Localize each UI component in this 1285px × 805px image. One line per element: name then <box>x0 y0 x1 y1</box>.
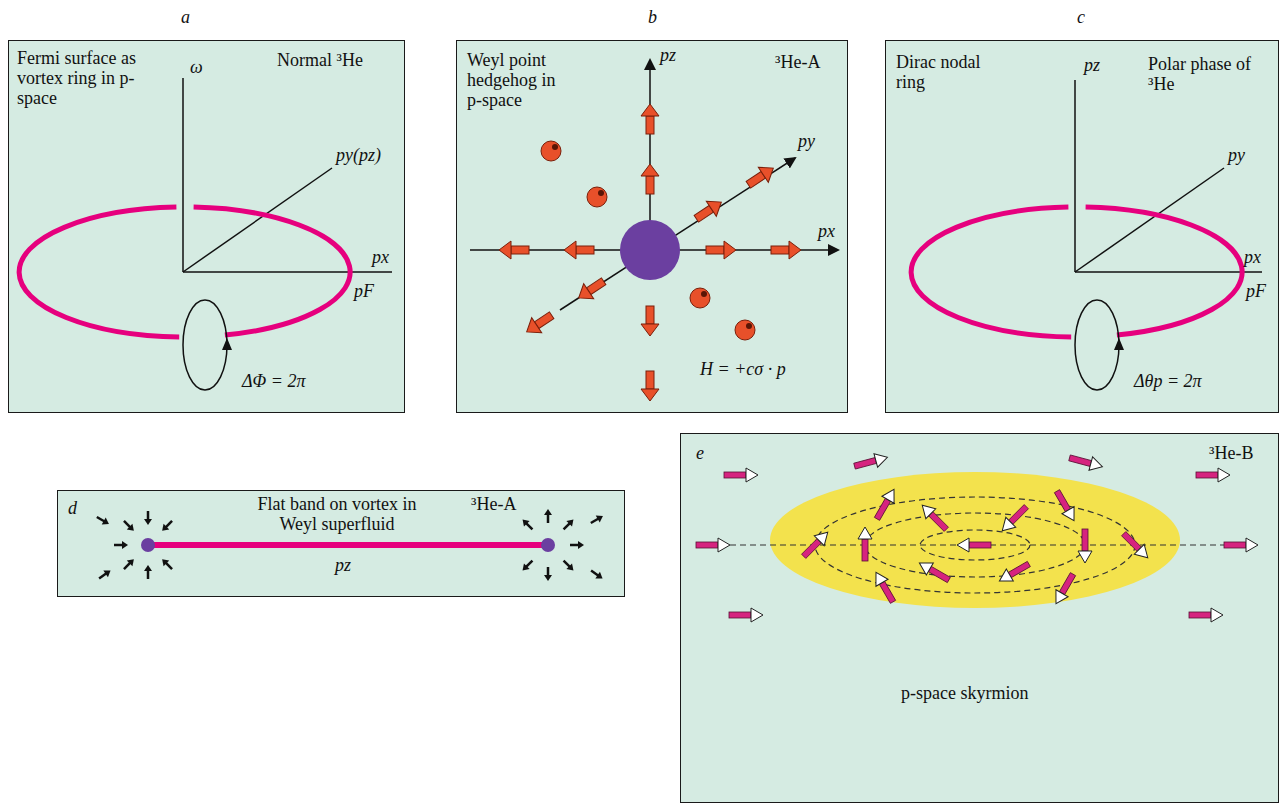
axis-label: pz <box>1084 56 1100 76</box>
panel: e ³He-B p-space skyrmion <box>680 433 1279 803</box>
panel-text: ³He-A <box>471 495 516 515</box>
axis-label: pF <box>354 282 374 302</box>
panel-text: ³He-B <box>1209 444 1253 464</box>
panel: aFermi surface as vortex ring in p-space… <box>8 40 405 413</box>
panel-letter: e <box>696 444 704 464</box>
axis-label: py <box>798 132 815 152</box>
skyrmion-figure <box>696 451 1258 622</box>
panel-ground <box>8 40 1279 803</box>
panel-letter: d <box>68 499 77 519</box>
panel-letter: a <box>181 8 190 28</box>
panel-text: ³He-A <box>775 53 820 73</box>
panel: bWeyl point hedgehog in p-space³He-A <box>456 40 848 413</box>
panel-text: Fermi surface as vortex ring in p-space <box>17 49 142 108</box>
axis-label: px <box>818 222 835 242</box>
panel: cDirac nodal ringPolar phase of ³He <box>885 40 1279 413</box>
axis-label: H = +cσ · p <box>700 360 786 380</box>
nodal-ring-figure <box>911 80 1262 390</box>
axis-label: ω <box>190 58 203 78</box>
panel-text: Normal ³He <box>277 51 363 71</box>
panel: d Flat band on vortex in Weyl superfluid ³… <box>57 490 625 597</box>
fermi-ring-figure <box>19 78 392 390</box>
axis-label: pz <box>660 46 676 66</box>
panel-letter: c <box>1077 8 1085 28</box>
axis-label: px <box>372 248 389 268</box>
axis-label: Δθp = 2π <box>1134 372 1202 392</box>
panel-text: Flat band on vortex in Weyl superfluid <box>248 495 426 535</box>
axis-label: py(pz) <box>336 146 381 166</box>
panel-text: Weyl point hedgehog in p-space <box>467 51 569 110</box>
weyl-hedgehog-figure <box>470 60 838 401</box>
panel-letter: b <box>648 8 657 28</box>
axis-label: pz <box>335 556 351 576</box>
panel-text: p-space skyrmion <box>901 684 1028 704</box>
axis-label: pF <box>1246 282 1266 302</box>
panel-text: Polar phase of ³He <box>1148 55 1260 95</box>
axis-label: py <box>1228 146 1245 166</box>
axis-label: ΔΦ = 2π <box>242 372 305 392</box>
panel-text: Dirac nodal ring <box>896 53 996 93</box>
axis-label: px <box>1244 248 1261 268</box>
